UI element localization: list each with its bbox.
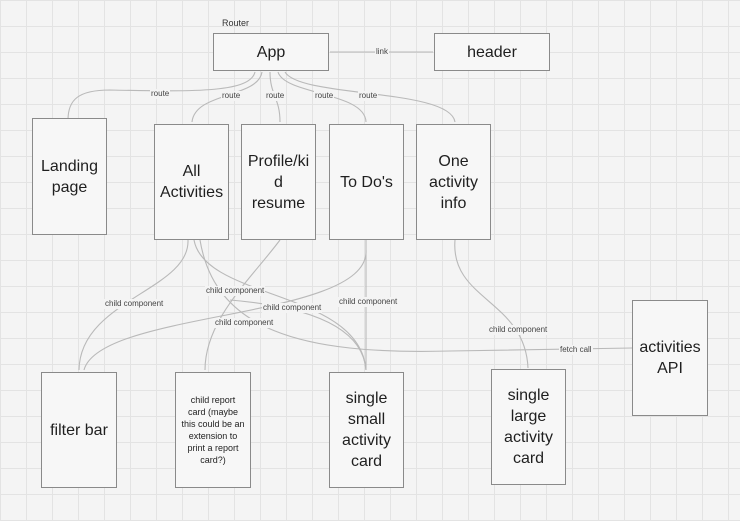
node-app[interactable]: App	[213, 33, 329, 71]
node-profile-resume[interactable]: Profile/ki d resume	[241, 124, 316, 240]
edge-label-child-small-all: child component	[205, 286, 266, 296]
node-single-small-card[interactable]: single small activity card	[329, 372, 404, 488]
edge-label-route-one: route	[358, 91, 379, 101]
edge-child-report	[204, 239, 281, 371]
node-activities-api[interactable]: activities API	[632, 300, 708, 416]
node-child-report-card[interactable]: child report card (maybe this could be a…	[175, 372, 251, 488]
edge-label-child-filter-todo: child component	[214, 318, 275, 328]
edge-label-route-all: route	[221, 91, 242, 101]
edge-label-route-todo: route	[314, 91, 335, 101]
node-landing-page[interactable]: Landing page	[32, 118, 107, 235]
edge-label-child-small-todo: child component	[338, 297, 399, 307]
node-header[interactable]: header	[434, 33, 550, 71]
edge-child-filter	[78, 239, 189, 371]
edge-child-filter-todo	[83, 249, 367, 371]
router-caption: Router	[222, 18, 250, 28]
edge-label-child-large: child component	[488, 325, 549, 335]
edge-label-route-profile: route	[265, 91, 286, 101]
node-todos[interactable]: To Do's	[329, 124, 404, 240]
edge-label-child-filter: child component	[104, 299, 165, 309]
node-filter-bar[interactable]: filter bar	[41, 372, 117, 488]
node-all-activities[interactable]: All Activities	[154, 124, 229, 240]
edge-label-child-small-profile: child component	[262, 303, 323, 313]
edge-label-fetch: fetch call	[559, 345, 593, 355]
edge-route-landing	[67, 71, 256, 121]
node-one-activity-info[interactable]: One activity info	[416, 124, 491, 240]
edge-label-link: link	[375, 47, 390, 57]
edge-child-small-profile	[229, 299, 367, 371]
edge-label-route-landing: route	[150, 89, 171, 99]
edge-child-large	[454, 239, 529, 369]
node-single-large-card[interactable]: single large activity card	[491, 369, 566, 485]
